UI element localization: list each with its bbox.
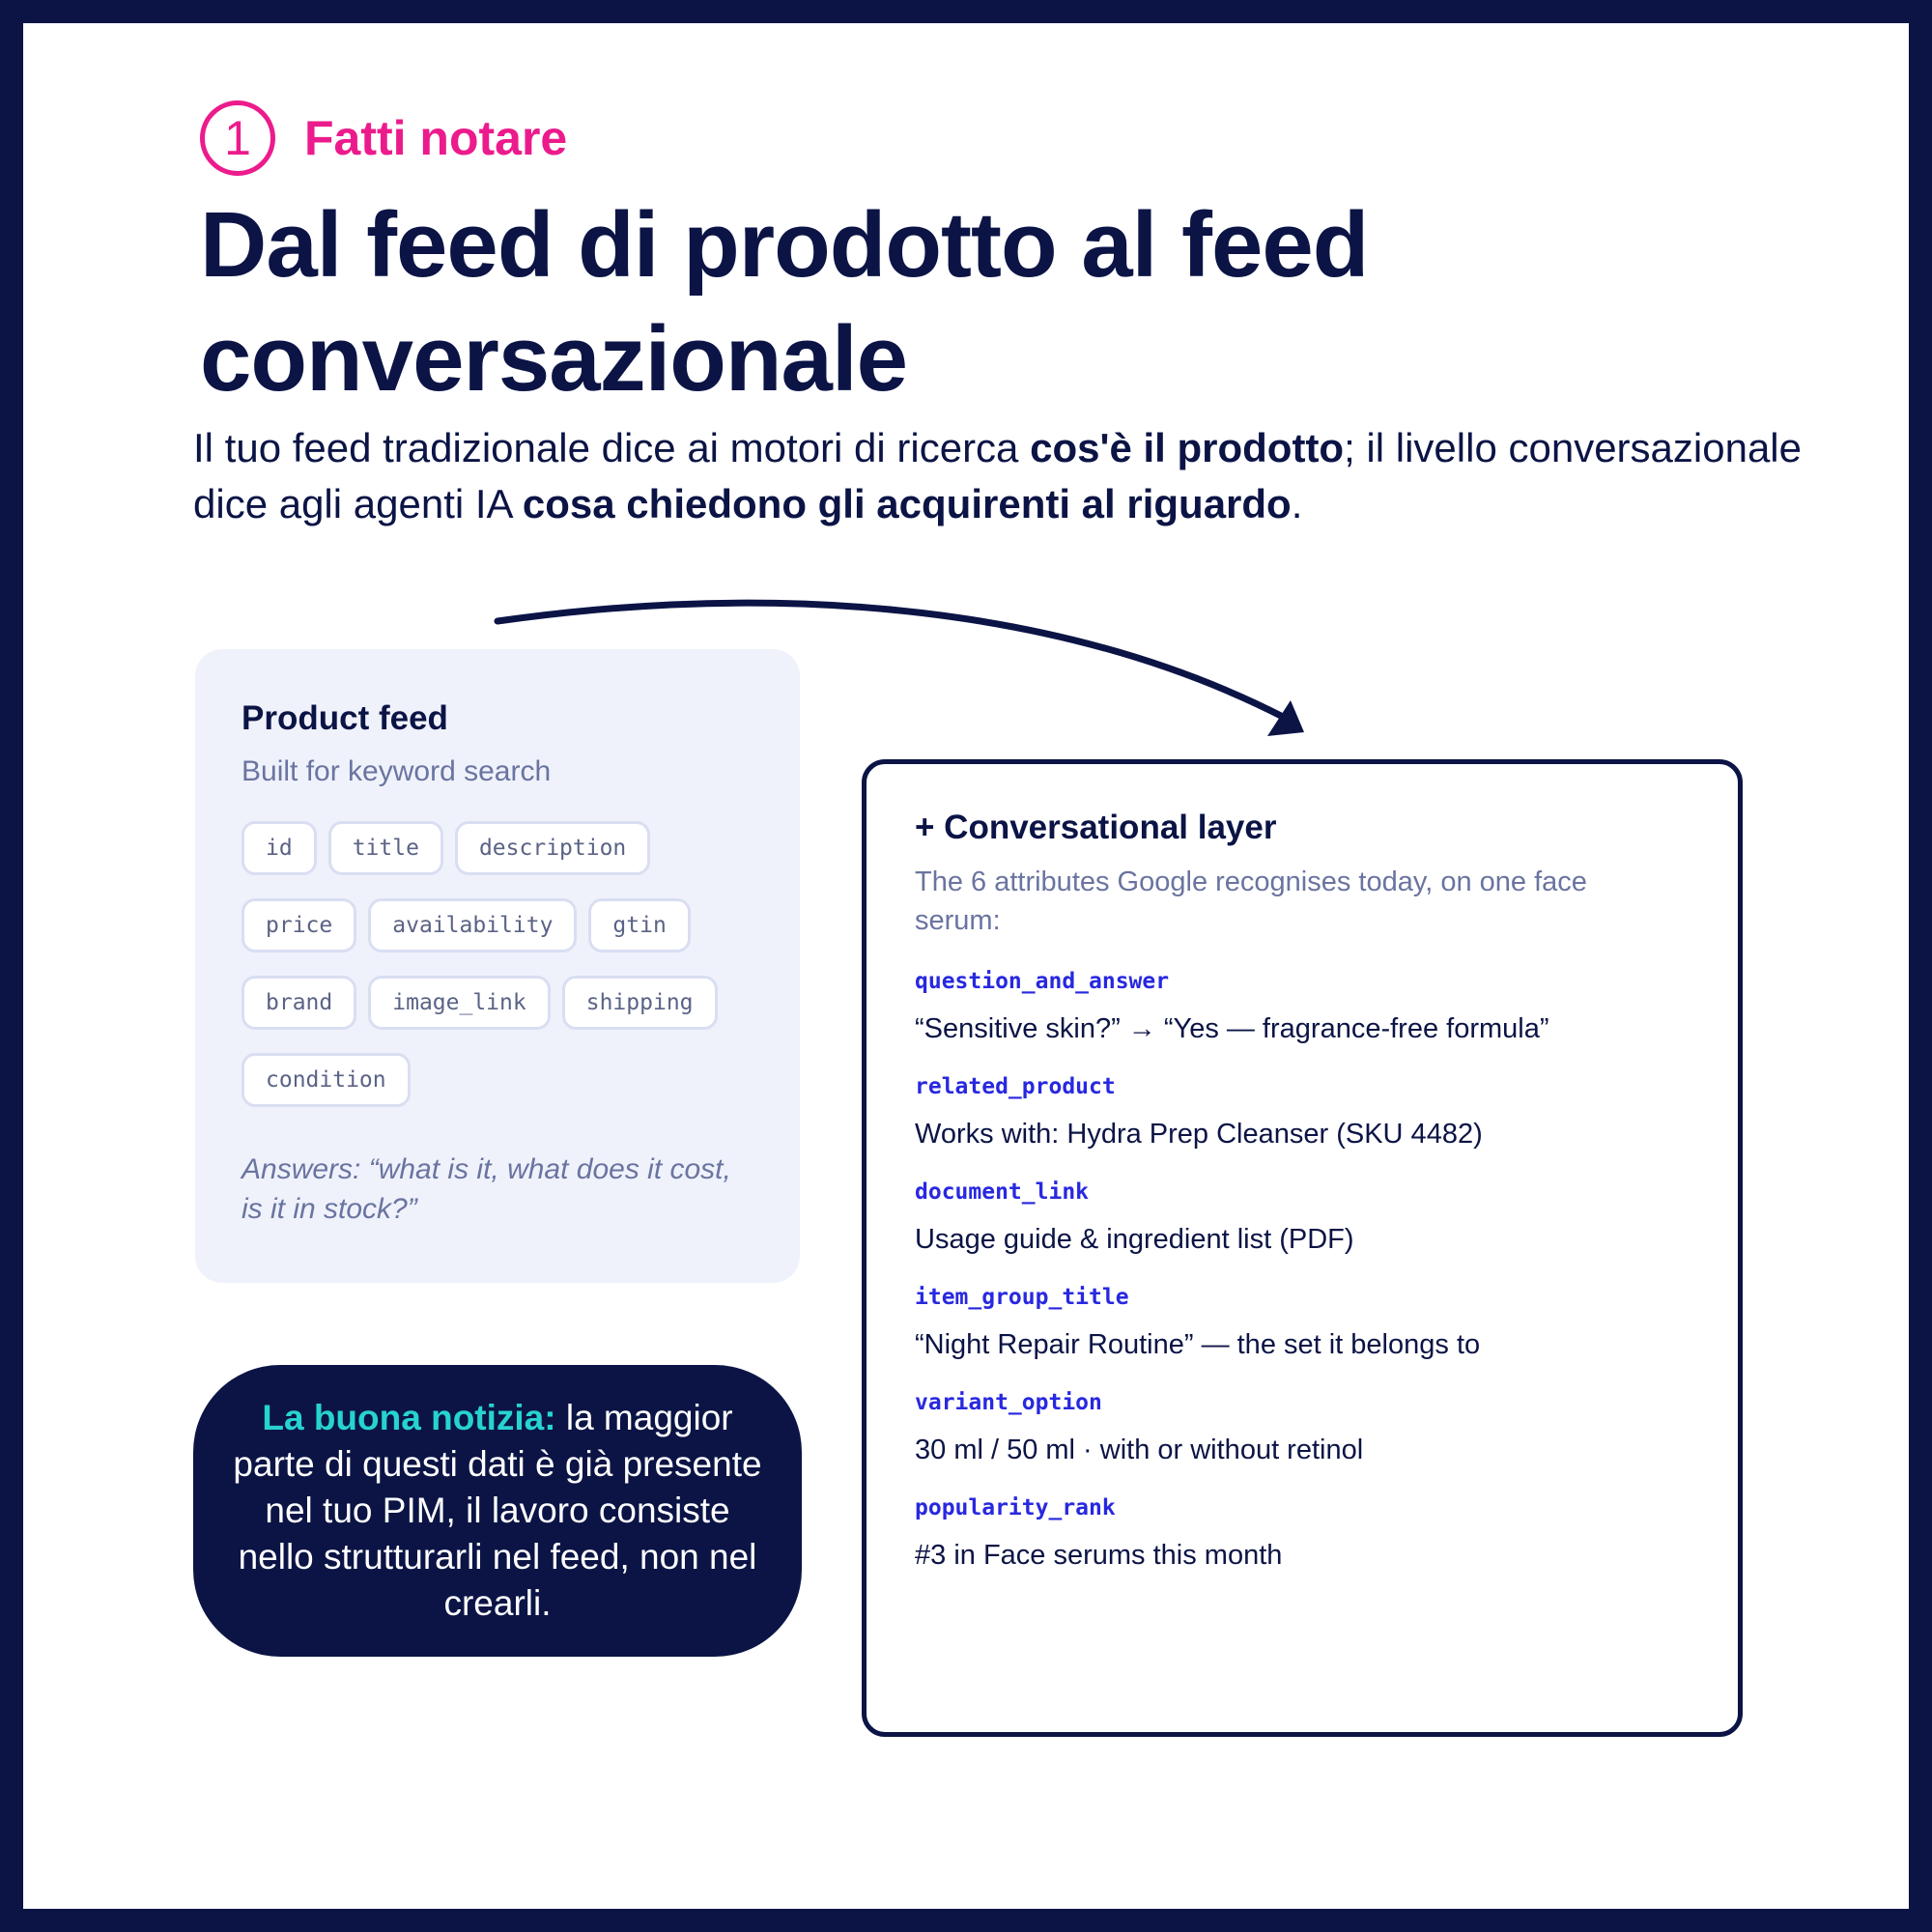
attribute-value: Usage guide & ingredient list (PDF) — [915, 1224, 1354, 1255]
step-number-badge: 1 — [200, 100, 275, 176]
feed-tag: gtin — [588, 898, 691, 952]
subtitle-text: . — [1291, 481, 1303, 526]
subtitle-bold-text: cos'è il prodotto — [1030, 425, 1345, 470]
feed-tag: description — [454, 821, 651, 875]
feed-tag: condition — [242, 1053, 411, 1107]
attribute-item: document_link Usage guide & ingredient l… — [915, 1179, 1690, 1256]
attribute-item: popularity_rank #3 in Face serums this m… — [915, 1495, 1690, 1572]
good-news-body: la maggior parte di questi dati è già pr… — [233, 1398, 762, 1623]
attribute-item: related_product Works with: Hydra Prep C… — [915, 1074, 1690, 1151]
subtitle-text: ; il livello conversazionale dice agli a… — [193, 425, 1802, 526]
attribute-key: question_and_answer — [915, 969, 1170, 994]
attribute-value: 30 ml / 50 ml · with or without retinol — [915, 1435, 1364, 1465]
feed-tag: brand — [242, 976, 357, 1030]
conversational-layer-subtitle: The 6 attributes Google recognises today… — [915, 867, 1587, 936]
attribute-item: question_and_answer “Sensitive skin?” → … — [915, 969, 1690, 1045]
good-news-text: La buona notizia: la maggior parte di qu… — [232, 1395, 763, 1627]
subtitle-bold-text: cosa chiedono gli acquirenti al riguardo — [522, 481, 1292, 526]
product-feed-card: Product feed Built for keyword search id… — [195, 649, 800, 1283]
feed-tag: id — [242, 821, 317, 875]
step-label: Fatti notare — [304, 111, 568, 165]
attribute-value: #3 in Face serums this month — [915, 1540, 1283, 1571]
product-feed-subtitle: Built for keyword search — [242, 755, 552, 787]
attribute-value: Works with: Hydra Prep Cleanser (SKU 448… — [915, 1119, 1483, 1150]
feed-tag: title — [327, 821, 443, 875]
conversational-layer-card: + Conversational layer The 6 attributes … — [862, 759, 1743, 1737]
subtitle-text: Il tuo feed tradizionale dice ai motori … — [193, 425, 1031, 470]
attribute-key: variant_option — [915, 1390, 1102, 1415]
feed-tag: shipping — [561, 976, 718, 1030]
product-feed-title: Product feed — [242, 699, 448, 737]
feed-tag: price — [242, 898, 357, 952]
attribute-key: related_product — [915, 1074, 1116, 1099]
attribute-value: “Sensitive skin?” → “Yes — fragrance-fre… — [915, 1013, 1549, 1044]
attribute-item: variant_option 30 ml / 50 ml · with or w… — [915, 1390, 1690, 1466]
good-news-highlight: La buona notizia: — [262, 1398, 556, 1437]
attribute-key: popularity_rank — [915, 1495, 1116, 1520]
conversational-layer-title: + Conversational layer — [915, 809, 1277, 846]
feed-tag: availability — [368, 898, 578, 952]
attribute-value: “Night Repair Routine” — the set it belo… — [915, 1329, 1481, 1360]
feed-tag: image_link — [368, 976, 551, 1030]
step-header: 1 Fatti notare — [200, 100, 567, 176]
attribute-key: document_link — [915, 1179, 1090, 1205]
page-title: Dal feed di prodotto al feed conversazio… — [200, 193, 1369, 411]
attribute-key: item_group_title — [915, 1285, 1129, 1310]
page-subtitle: Il tuo feed tradizionale dice ai motori … — [193, 420, 1835, 532]
attribute-item: item_group_title “Night Repair Routine” … — [915, 1285, 1690, 1361]
feed-attribute-tags: id title description price availability … — [242, 821, 744, 1107]
good-news-callout: La buona notizia: la maggior parte di qu… — [193, 1365, 802, 1657]
product-feed-answers: Answers: “what is it, what does it cost,… — [242, 1153, 731, 1225]
